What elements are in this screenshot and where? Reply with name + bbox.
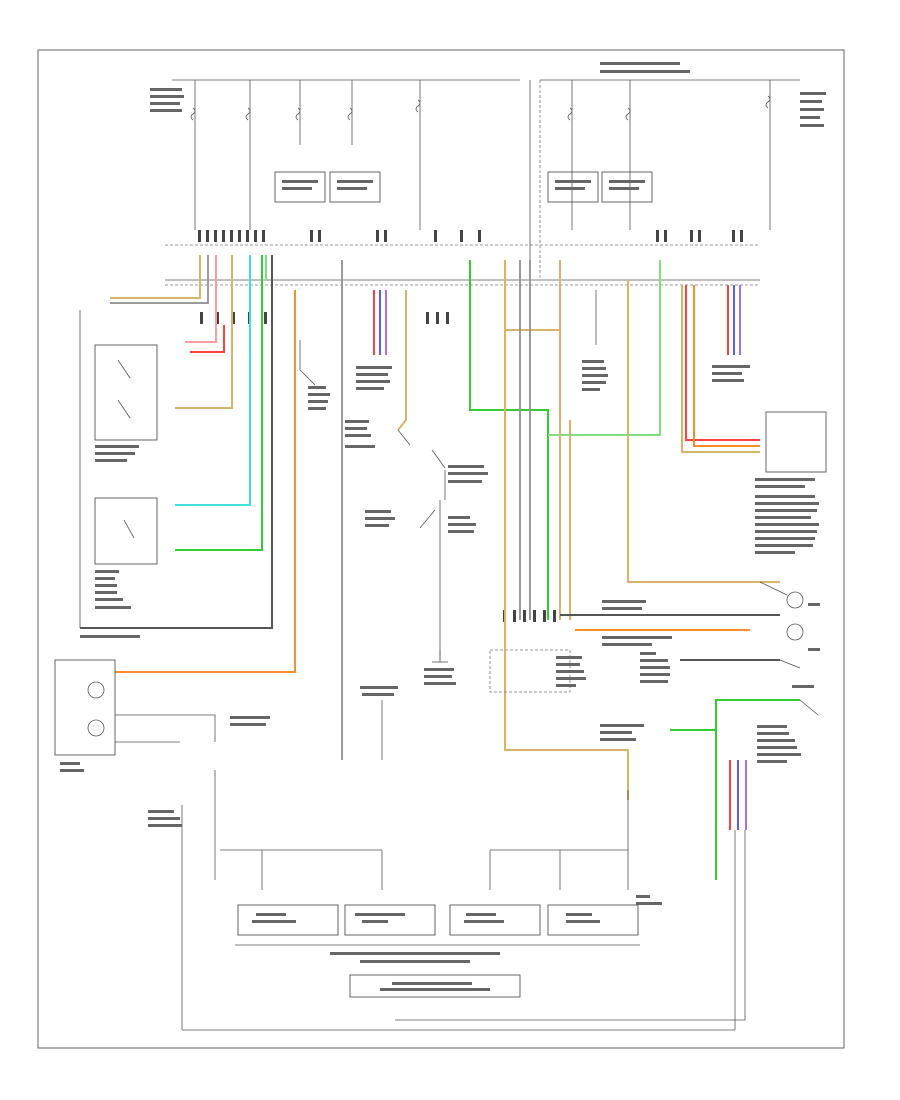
body-control-module (237, 904, 339, 936)
meter-control-unit (489, 649, 644, 741)
ground-center (424, 650, 456, 685)
ground-left (360, 686, 398, 760)
module-e (547, 904, 639, 936)
connector-center (356, 366, 392, 390)
right-headlight (602, 581, 820, 651)
daytime-running-light (602, 636, 801, 683)
ground-right (757, 685, 819, 763)
left-headlight (54, 659, 270, 772)
lighting-module (449, 904, 541, 936)
connector-left (299, 340, 330, 410)
headlight-relay (345, 420, 488, 500)
parking-brake-switch (365, 500, 476, 660)
fuse-relay-box-a (274, 171, 326, 203)
bottom-caption (235, 944, 640, 998)
colored-wires (80, 255, 800, 880)
connector-terminals (198, 230, 743, 622)
combination-switch (79, 310, 158, 638)
fuse-relay-box-d (601, 171, 653, 203)
top-power-feeds (150, 62, 826, 230)
fuse-relay-box-c (547, 171, 599, 203)
gauge-unit (344, 904, 436, 936)
bottom-harness (148, 770, 746, 1031)
connector-right (582, 290, 750, 391)
diagram-frame (37, 49, 845, 1049)
connector-band (165, 80, 760, 286)
fuse-relay-box-b (329, 171, 381, 203)
auto-light-sensor (755, 411, 827, 554)
